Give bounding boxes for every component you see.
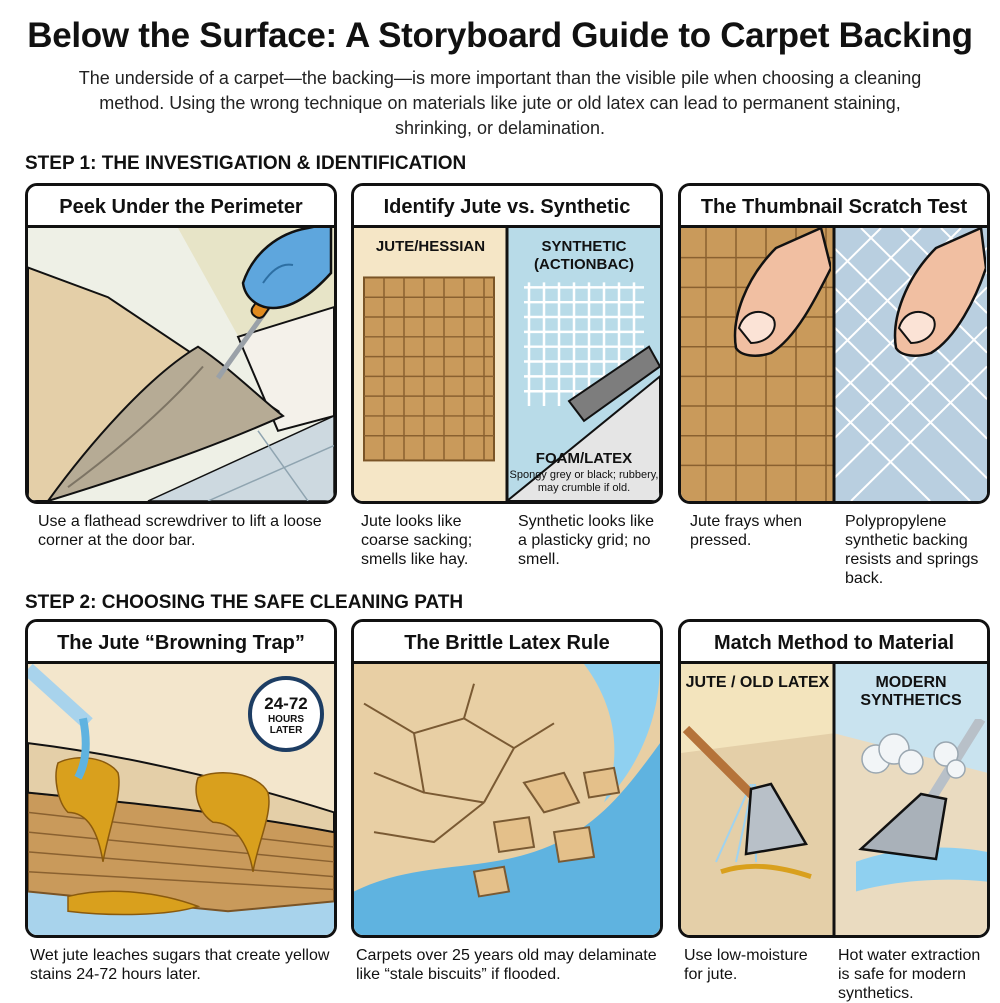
panel-thumbnail-scratch-test: The Thumbnail Scratch Test (678, 183, 990, 504)
peek-illustration (28, 223, 334, 501)
panel-title: Peek Under the Perimeter (28, 186, 334, 228)
identify-illustration: JUTE/HESSIAN SYNTHETIC (ACTIONBAC) FOAM/… (354, 228, 660, 501)
finger-icon (733, 228, 831, 357)
caption-low-moisture: Use low-moisture for jute. (684, 947, 808, 983)
foam-latex-note: Spongy grey or black; rubbery, may crumb… (509, 469, 659, 494)
caption-brittle-latex: Carpets over 25 years old may delaminate… (356, 947, 657, 983)
caption-browning-trap: Wet jute leaches sugars that create yell… (30, 947, 330, 983)
panel-jute-browning-trap: The Jute “Browning Trap” 24-72 HOURS LAT… (25, 619, 337, 938)
page-title: Below the Surface: A Storyboard Guide to… (27, 16, 973, 55)
panel-title: The Jute “Browning Trap” (28, 622, 334, 664)
clock-badge-icon: 24-72 HOURS LATER (248, 676, 324, 752)
panel-match-method-material: Match Method to Material JU (678, 619, 990, 938)
panel-brittle-latex-rule: The Brittle Latex Rule (351, 619, 663, 938)
panel-title: Match Method to Material (681, 622, 987, 664)
browning-trap-illustration: 24-72 HOURS LATER (28, 664, 334, 935)
label-synthetic: SYNTHETIC (ACTIONBAC) (534, 238, 634, 273)
glove-icon (241, 223, 333, 310)
step1-heading: STEP 1: THE INVESTIGATION & IDENTIFICATI… (25, 153, 467, 174)
label-jute-old-latex: JUTE / OLD LATEX (685, 674, 830, 691)
caption-peek: Use a flathead screwdriver to lift a loo… (38, 513, 322, 549)
panel-title: The Brittle Latex Rule (354, 622, 660, 664)
badge-hours: 24-72 (264, 694, 308, 713)
label-foam-latex: FOAM/LATEX (535, 450, 633, 467)
panel-peek-under-perimeter: Peek Under the Perimeter (25, 183, 337, 504)
scratch-test-illustration (681, 228, 987, 501)
step2-heading: STEP 2: CHOOSING THE SAFE CLEANING PATH (25, 592, 464, 613)
brittle-latex-illustration (354, 664, 660, 935)
panel-title: Identify Jute vs. Synthetic (354, 186, 660, 228)
caption-jute-identify: Jute looks like coarse sacking; smells l… (361, 513, 473, 568)
match-method-illustration: JUTE / OLD LATEX MODERN SYNTHETICS (681, 664, 987, 935)
caption-synthetic-identify: Synthetic looks like a plasticky grid; n… (518, 513, 655, 568)
steam-icon (861, 733, 966, 779)
caption-polypropylene: Polypropylene synthetic backing resists … (845, 513, 979, 587)
label-jute-hessian: JUTE/HESSIAN (375, 238, 486, 255)
extractor-wand-icon (682, 725, 808, 856)
badge-hours-later: HOURS LATER (267, 714, 305, 736)
caption-jute-frays: Jute frays when pressed. (690, 513, 803, 549)
caption-hot-water-extraction: Hot water extraction is safe for modern … (838, 947, 981, 1002)
label-modern-synthetics: MODERN SYNTHETICS (860, 674, 962, 709)
panel-title: The Thumbnail Scratch Test (681, 186, 987, 228)
intro-text: The underside of a carpet—the backing—is… (78, 68, 922, 138)
panel-identify-jute-synthetic: Identify Jute vs. Synthetic (351, 183, 663, 504)
finger-icon (893, 228, 986, 357)
